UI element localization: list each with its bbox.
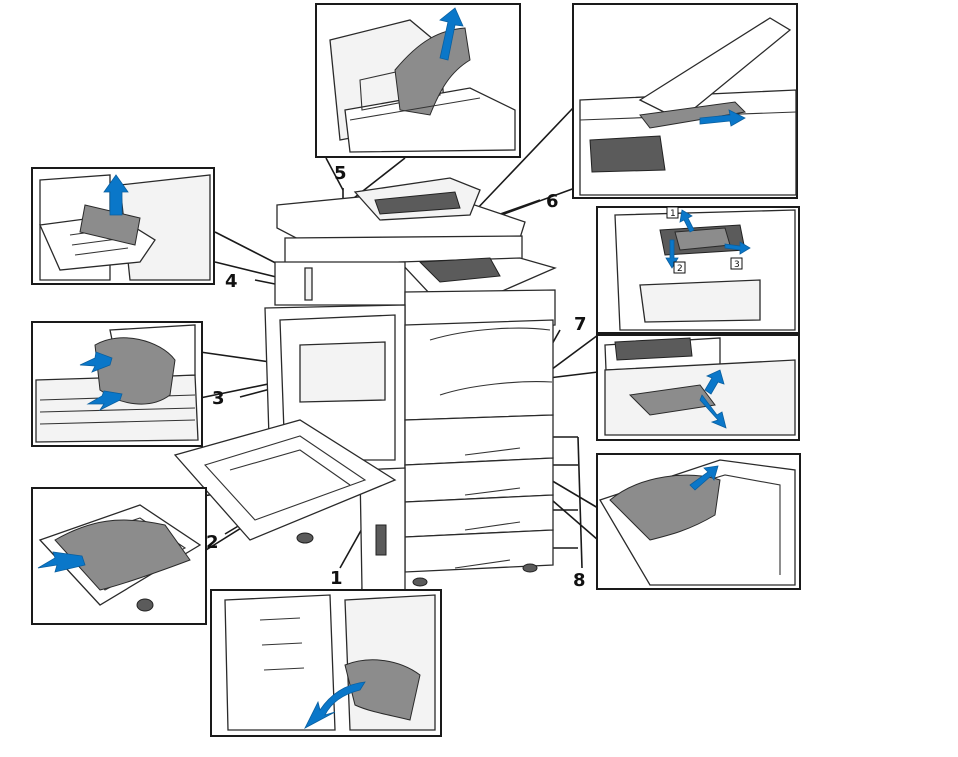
callout-7: 7 <box>574 314 587 335</box>
detail-panel-right-door <box>210 589 442 737</box>
step-badge-3 <box>730 257 743 270</box>
detail-panel-front-door <box>596 334 800 441</box>
printer-illustration <box>173 177 557 591</box>
step-badge-2 <box>673 261 686 274</box>
step-label-1: 1 <box>670 209 676 219</box>
detail-panel-adf-cover <box>315 3 521 158</box>
callout-8: 8 <box>573 570 586 591</box>
detail-panel-bypass-tray <box>31 487 207 625</box>
step-badge-1 <box>666 206 679 219</box>
callout-2: 2 <box>206 532 219 553</box>
detail-panel-finisher: 1 2 3 <box>596 206 800 334</box>
callout-5: 5 <box>334 163 347 184</box>
detail-panel-adf-tray <box>572 3 798 199</box>
step-label-3: 3 <box>734 260 740 270</box>
step-label-2: 2 <box>677 264 683 274</box>
callout-1: 1 <box>330 568 343 589</box>
detail-panel-paper-tray <box>596 453 801 590</box>
callout-4: 4 <box>225 271 238 292</box>
detail-panel-fuser-area <box>31 321 203 447</box>
callout-3: 3 <box>212 388 225 409</box>
callout-labels: 1 2 3 4 5 6 7 8 <box>206 163 587 591</box>
callout-6: 6 <box>546 191 559 212</box>
detail-panel-left-door <box>31 167 215 285</box>
